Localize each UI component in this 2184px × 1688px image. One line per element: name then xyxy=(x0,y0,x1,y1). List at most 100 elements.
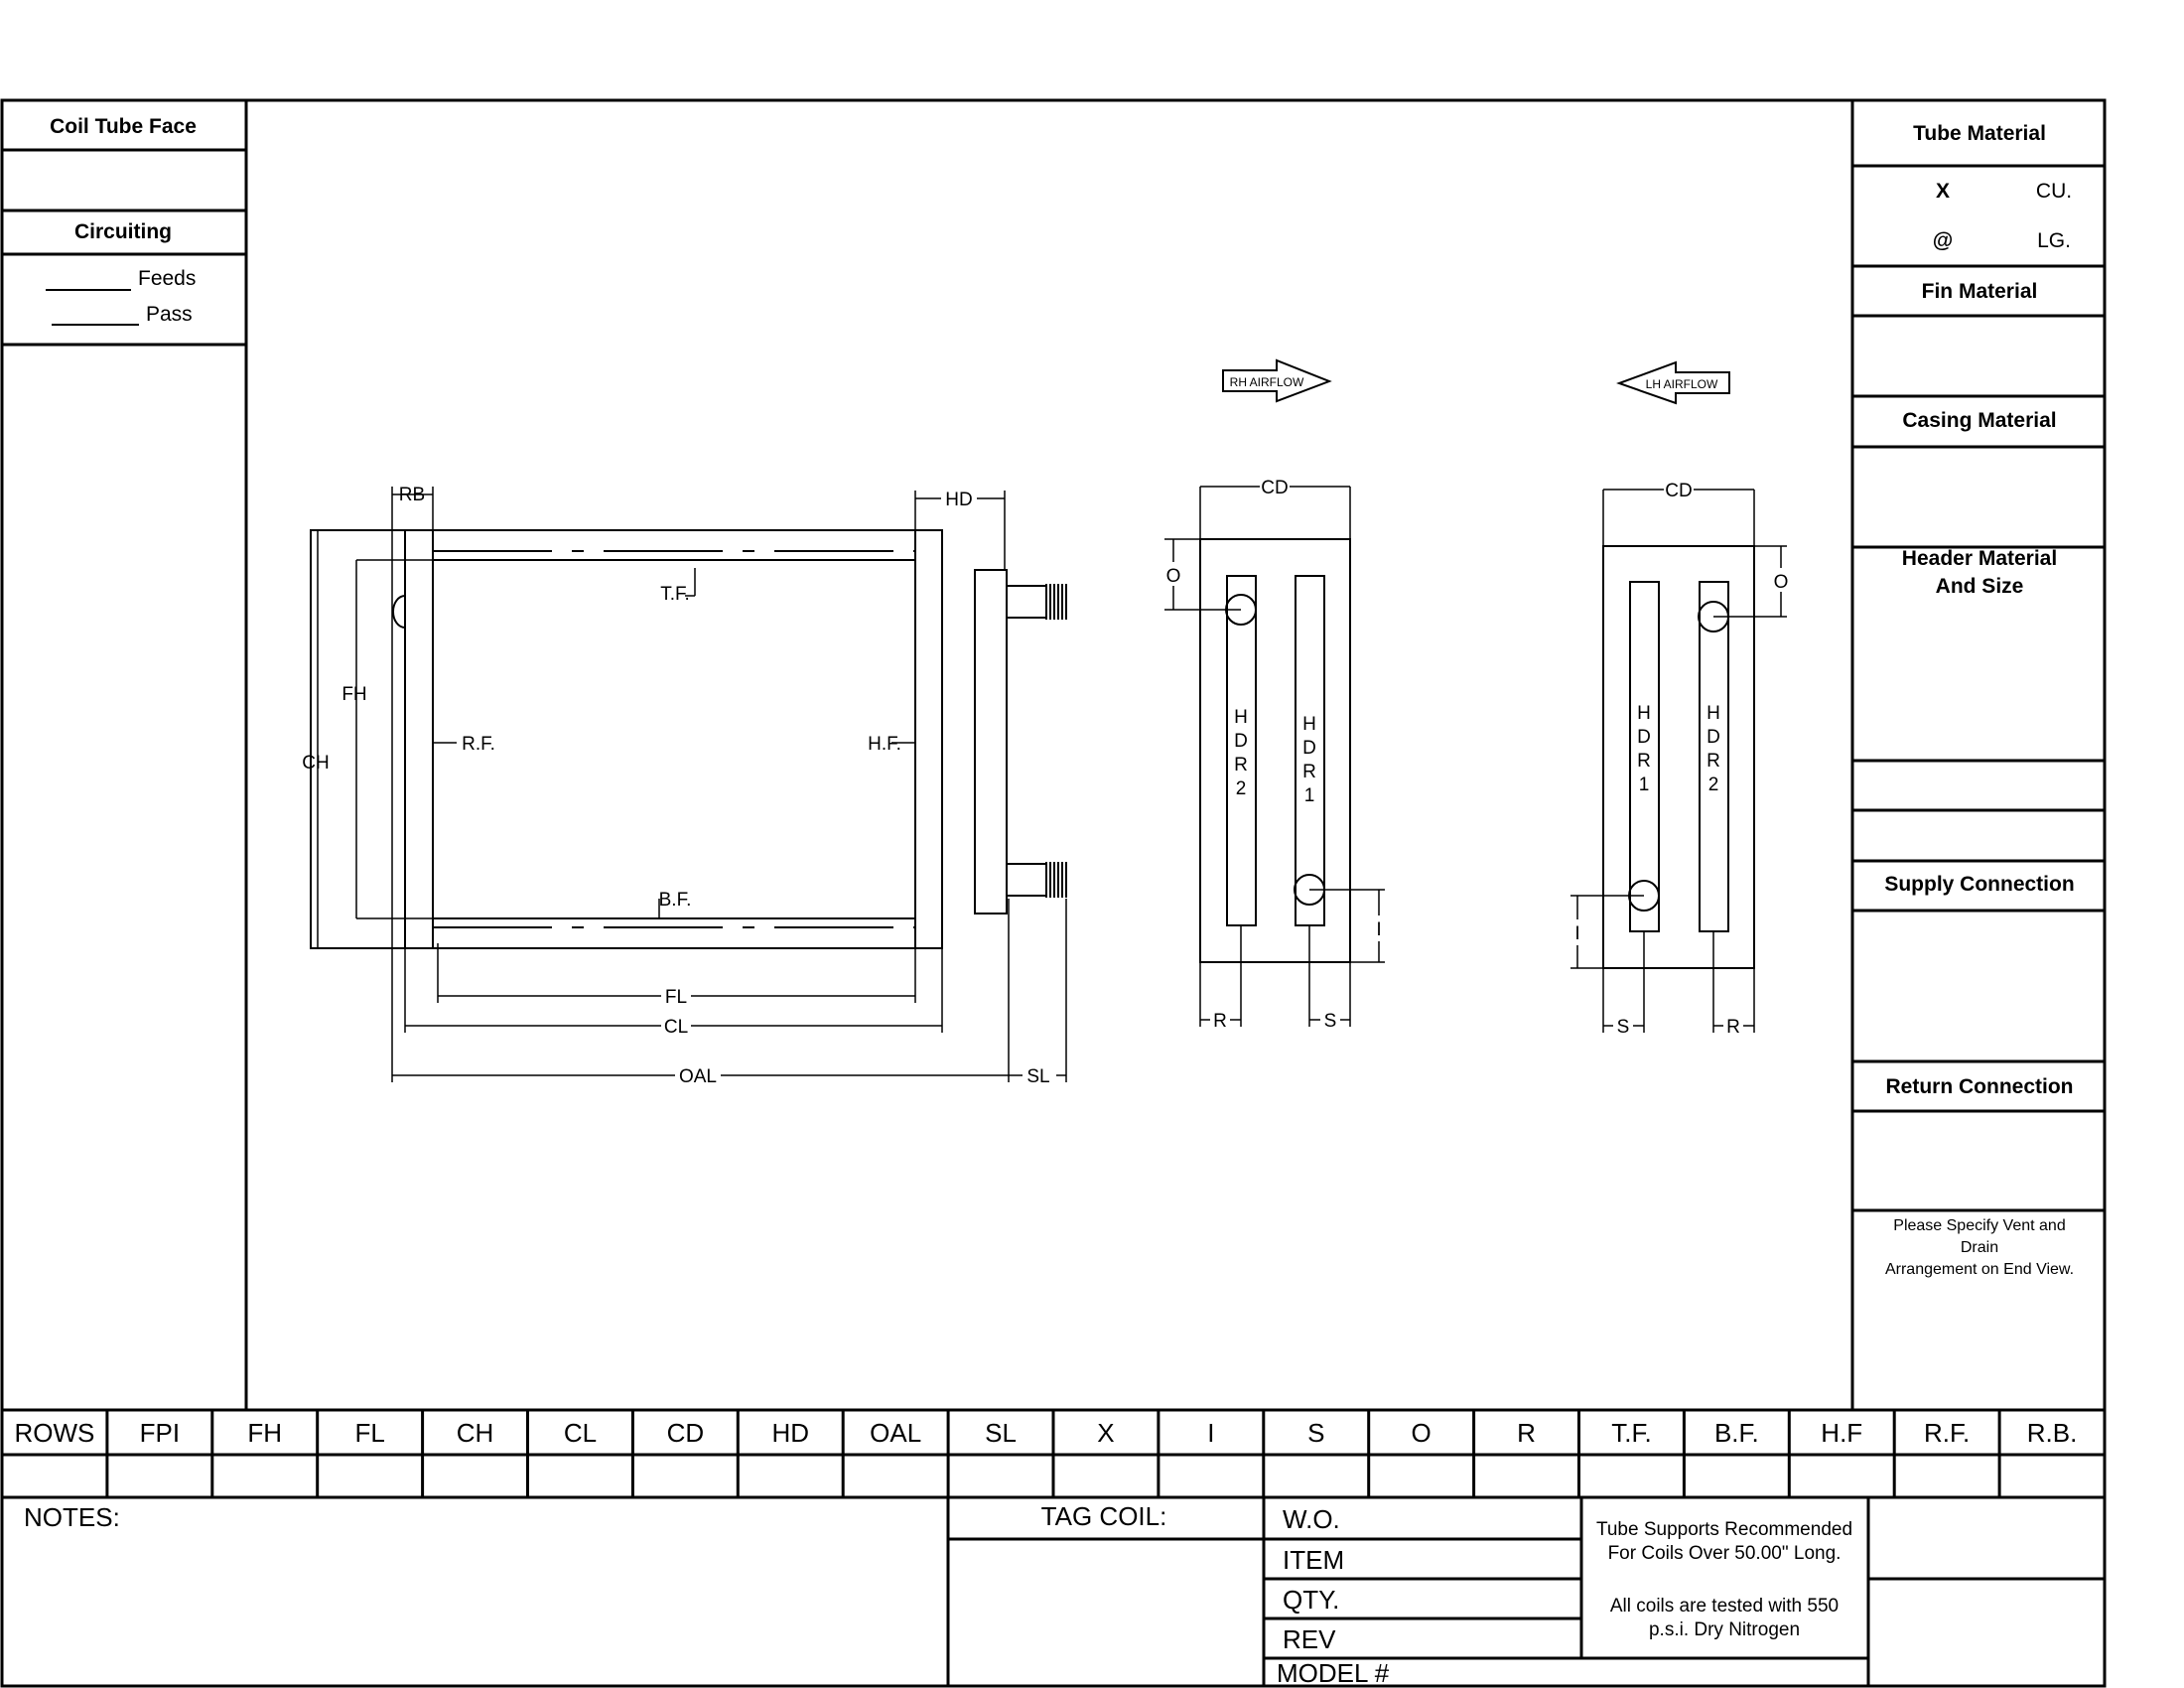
rh-hdr1-h: H xyxy=(1302,714,1316,735)
spec-header-cl: CL xyxy=(564,1418,597,1448)
hd-label: HD xyxy=(945,490,972,510)
spec-header-hd: HD xyxy=(771,1418,809,1448)
tube-material-label: Tube Material xyxy=(1913,122,2046,145)
left-panel: Coil Tube Face Circuiting Feeds Pass xyxy=(2,115,246,347)
rh-r-label: R xyxy=(1213,1011,1227,1032)
tube-lg-option: LG. xyxy=(2037,229,2071,252)
wo-label: W.O. xyxy=(1283,1504,1340,1534)
front-view-labels: RB HD T.F. FH CH R.F. H.F. B.F. FL CL OA… xyxy=(302,485,1056,1087)
sheet-frame xyxy=(0,98,2107,1688)
rh-hdr1-d: D xyxy=(1302,738,1316,759)
tube-x-mark: X xyxy=(1936,180,1950,203)
vent-note-line1: Please Specify Vent and xyxy=(1893,1217,2065,1234)
spec-header-fpi: FPI xyxy=(140,1418,180,1448)
pass-label: Pass xyxy=(146,303,193,326)
rh-airflow-arrow: RH AIRFLOW xyxy=(1222,358,1332,403)
lh-end-view xyxy=(1570,489,1787,1033)
rh-hdr1-r: R xyxy=(1302,762,1316,782)
rev-label: REV xyxy=(1283,1624,1336,1654)
rh-cd-label: CD xyxy=(1261,478,1288,498)
rh-s-label: S xyxy=(1324,1011,1337,1032)
lh-hdr1-d: D xyxy=(1637,727,1651,748)
fin-material-label: Fin Material xyxy=(1922,280,2038,303)
right-panel: Tube Material X CU. @ LG. Fin Material C… xyxy=(1852,122,2105,1278)
rh-end-view xyxy=(1164,486,1385,1027)
fl-label: FL xyxy=(665,987,687,1008)
thread-lines xyxy=(1045,584,1067,898)
lh-airflow-label: LH AIRFLOW xyxy=(1646,377,1718,391)
spec-header-ch: CH xyxy=(457,1418,494,1448)
circuiting-label: Circuiting xyxy=(74,220,172,243)
lh-end-view-labels: CD O H D R 1 H D R 2 S R I xyxy=(1570,480,1791,1038)
lh-hdr2-num: 2 xyxy=(1708,774,1719,795)
lh-s-label: S xyxy=(1617,1017,1630,1038)
rh-i-label: I xyxy=(1376,919,1381,940)
rh-hdr2-r: R xyxy=(1234,755,1248,775)
rh-o-label: O xyxy=(1166,566,1181,587)
rh-casing xyxy=(1199,538,1351,963)
lh-hdr1-r: R xyxy=(1637,751,1651,772)
return-connection-label: Return Connection xyxy=(1886,1075,2074,1098)
rh-hdr1-num: 1 xyxy=(1304,785,1315,806)
oal-label: OAL xyxy=(679,1066,717,1087)
tube-at-mark: @ xyxy=(1933,229,1953,252)
supply-connection-label: Supply Connection xyxy=(1884,873,2074,896)
notes-label: NOTES: xyxy=(24,1502,120,1532)
lh-hdr2-d: D xyxy=(1706,727,1720,748)
return-bend-plate xyxy=(404,529,434,949)
item-label: ITEM xyxy=(1283,1545,1344,1575)
supply-stub xyxy=(1006,585,1047,619)
spec-header-fl: FL xyxy=(354,1418,384,1448)
lh-casing xyxy=(1602,545,1755,969)
spec-header-s: S xyxy=(1307,1418,1324,1448)
fh-label: FH xyxy=(341,684,366,705)
support-note-line1: Tube Supports Recommended xyxy=(1596,1519,1852,1540)
rh-hdr2-d: D xyxy=(1234,731,1248,752)
casing-material-label: Casing Material xyxy=(1902,409,2056,432)
vent-note-line3: Arrangement on End View. xyxy=(1885,1261,2074,1278)
rh-airflow-label: RH AIRFLOW xyxy=(1230,375,1304,389)
return-bend-circle xyxy=(392,595,406,629)
header-material-label-line2: And Size xyxy=(1936,575,2024,598)
spec-header-t-f: T.F. xyxy=(1611,1418,1651,1448)
rf-label: R.F. xyxy=(462,734,495,755)
qty-label: QTY. xyxy=(1283,1585,1339,1615)
lh-cd-label: CD xyxy=(1665,481,1692,501)
spec-header-sl: SL xyxy=(985,1418,1017,1448)
ch-label: CH xyxy=(302,753,329,774)
rh-hdr2-h: H xyxy=(1234,707,1248,728)
lh-hdr2-h: H xyxy=(1706,703,1720,724)
spec-header-x: X xyxy=(1097,1418,1114,1448)
lh-airflow-arrow: LH AIRFLOW xyxy=(1616,360,1730,405)
bf-label: B.F. xyxy=(659,890,692,911)
support-note-line2: For Coils Over 50.00" Long. xyxy=(1608,1543,1842,1564)
lh-o-label: O xyxy=(1774,572,1789,593)
coil-front-view xyxy=(310,487,1067,1082)
tag-coil-label: TAG COIL: xyxy=(1041,1501,1167,1531)
spec-header-i: I xyxy=(1207,1418,1214,1448)
lh-hdr1-num: 1 xyxy=(1639,774,1650,795)
test-note-line1: All coils are tested with 550 xyxy=(1610,1596,1839,1617)
header-material-label-line1: Header Material xyxy=(1902,547,2057,570)
vent-note-line2: Drain xyxy=(1961,1239,1998,1256)
rb-label: RB xyxy=(399,485,425,505)
lh-i-label: I xyxy=(1574,923,1579,944)
spec-header-oal: OAL xyxy=(870,1418,921,1448)
lh-hdr1-h: H xyxy=(1637,703,1651,724)
spec-header-r-f: R.F. xyxy=(1924,1418,1970,1448)
spec-header-cd: CD xyxy=(667,1418,705,1448)
lh-hdr2-r: R xyxy=(1706,751,1720,772)
rh-end-view-labels: CD O H D R 2 H D R 1 R S I xyxy=(1163,477,1386,1032)
spec-header-r-b: R.B. xyxy=(2027,1418,2078,1448)
model-label: MODEL # xyxy=(1277,1658,1390,1688)
spec-header-r: R xyxy=(1517,1418,1536,1448)
sl-label: SL xyxy=(1026,1066,1049,1087)
spec-header-b-f: B.F. xyxy=(1714,1418,1759,1448)
hf-label: H.F. xyxy=(868,734,901,755)
test-note-line2: p.s.i. Dry Nitrogen xyxy=(1649,1619,1800,1640)
feeds-label: Feeds xyxy=(138,267,196,290)
rh-hdr2-num: 2 xyxy=(1236,778,1247,799)
lh-r-label: R xyxy=(1726,1017,1740,1038)
